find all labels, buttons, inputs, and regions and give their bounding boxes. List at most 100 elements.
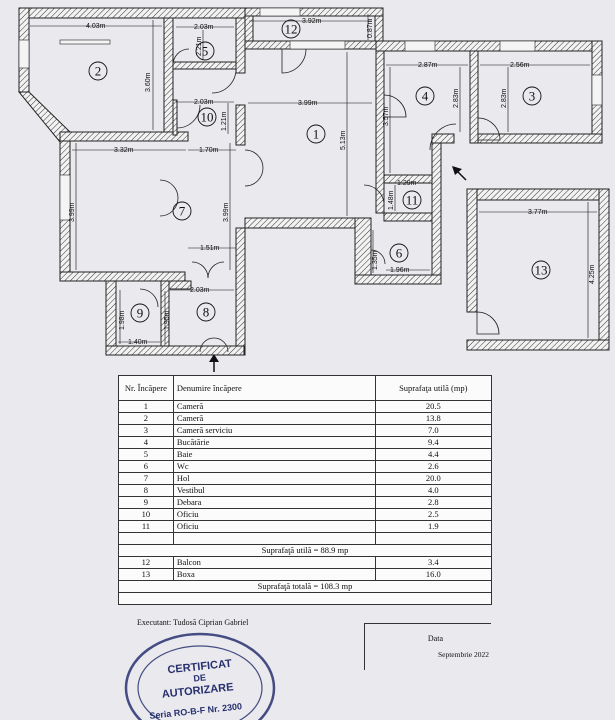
dimension-label: 3.32m: [114, 147, 134, 154]
stamp-line-4: Seria RO-B-F Nr. 2300: [149, 701, 243, 720]
svg-text:6: 6: [396, 246, 403, 261]
row-nr: 2: [118, 412, 174, 425]
stamp-line-2: DE: [193, 672, 206, 683]
row-area: 2.5: [374, 508, 493, 521]
row-name: Boxa: [172, 568, 376, 581]
window: [289, 40, 346, 50]
row-name: Bucătărie: [172, 436, 376, 449]
row-area: 9.4: [374, 436, 493, 449]
row-nr: 5: [118, 448, 174, 461]
dimension-labels: 4.03m 3.60m 2.03m 2.21m 3.92m 0.87m 2.03…: [69, 18, 596, 346]
row-name: Cameră: [172, 412, 376, 425]
row-nr: 11: [118, 520, 174, 533]
dimension-label: 1.21m: [221, 111, 228, 131]
table-row-blank: [118, 532, 493, 545]
dimension-label: 2.87m: [418, 62, 438, 69]
room-marker-13: 13: [531, 260, 551, 280]
grand-total: Suprafaţă totală = 108.3 mp: [118, 580, 492, 593]
svg-text:13: 13: [535, 263, 548, 278]
dimension-label: 2.56m: [510, 62, 530, 69]
dimension-label: 3.77m: [528, 209, 548, 216]
room-marker-1: 1: [306, 124, 326, 144]
row-nr: 4: [118, 436, 174, 449]
dimension-label: 3.60m: [145, 72, 152, 92]
row-name: Hol: [172, 472, 376, 485]
row-nr: 9: [118, 496, 174, 509]
svg-text:4: 4: [422, 89, 429, 104]
door-arc: [363, 184, 385, 206]
room-marker-2: 2: [88, 61, 108, 81]
dimension-label: 1.96m: [390, 267, 410, 274]
svg-text:1: 1: [313, 127, 320, 142]
row-area: 4.4: [374, 448, 493, 461]
window: [259, 7, 301, 17]
row-name: Oficiu: [172, 508, 376, 521]
col-header-area: Suprafaţa utilă (mp): [374, 375, 493, 401]
row-area: 2.8: [374, 496, 493, 509]
signature-row: Executant: Tudosă Ciprian Gabriel Data S…: [118, 592, 492, 670]
room-area-table-wrapper: Nr. Încăpere Denumire încăpere Suprafaţa…: [118, 375, 493, 670]
authorization-stamp: CERTIFICAT DE AUTORIZARE Seria RO-B-F Nr…: [124, 632, 276, 720]
row-area: 20.5: [374, 400, 493, 413]
dimension-label: 3.57m: [383, 106, 390, 126]
col-header-name: Denumire încăpere: [172, 375, 376, 401]
door-arc: [172, 48, 190, 66]
dimension-label: 1.95m: [164, 310, 171, 330]
doors: [139, 48, 501, 353]
dimension-label: 2.03m: [194, 24, 214, 31]
door-arc: [244, 149, 264, 187]
door-arc: [176, 104, 201, 129]
stamp-line-3: AUTORIZARE: [161, 681, 234, 700]
svg-text:9: 9: [137, 306, 144, 321]
dimension-label: 1.51m: [200, 245, 220, 252]
dimension-label: 0.87m: [367, 18, 374, 38]
svg-text:3: 3: [529, 89, 536, 104]
room-markers: 1 2 3 4 5 6 7 8 9 10 11 12 13: [88, 19, 551, 323]
walls: [17, 7, 610, 356]
dimension-label: 2.03m: [190, 287, 210, 294]
row-area: 2.6: [374, 460, 493, 473]
row-area: 1.9: [374, 520, 493, 533]
dimension-label: 4.03m: [86, 23, 106, 30]
usable-total-row: Suprafaţă utilă = 88.9 mp: [118, 544, 492, 557]
room-marker-10: 10: [197, 107, 217, 127]
dimension-label: 2.21m: [196, 36, 203, 56]
dimension-label: 2.83m: [453, 88, 460, 108]
dimension-label: 1.98m: [119, 310, 126, 330]
row-name: Baie: [172, 448, 376, 461]
date-label: Data: [427, 634, 443, 643]
row-nr: 3: [118, 424, 174, 437]
entrance-arrow-icon: [209, 354, 219, 372]
row-nr: 8: [118, 484, 174, 497]
room-area-table: Nr. Încăpere Denumire încăpere Suprafaţa…: [118, 375, 493, 670]
door-arc: [191, 261, 225, 279]
room-marker-12: 12: [281, 19, 301, 39]
door-arc: [477, 117, 501, 141]
dimension-label: 1.70m: [199, 147, 219, 154]
row-name: Wc: [172, 460, 376, 473]
date-value: Septembrie 2022: [437, 650, 489, 659]
row-name: Debara: [172, 496, 376, 509]
door-arc: [211, 68, 237, 94]
dimension-label: 1.48m: [388, 190, 395, 210]
svg-text:7: 7: [179, 204, 186, 219]
dimension-label: 2.83m: [501, 88, 508, 108]
dimension-label: 1.29m: [397, 180, 417, 187]
svg-text:2: 2: [95, 64, 102, 79]
room-marker-11: 11: [402, 190, 422, 210]
room-marker-3: 3: [522, 86, 542, 106]
signature-cell: Executant: Tudosă Ciprian Gabriel Data S…: [118, 592, 492, 670]
windows: [18, 7, 603, 221]
row-name: Balcon: [172, 556, 376, 569]
entrance-arrow-icon: [452, 166, 467, 181]
door-arc: [139, 288, 159, 308]
row-name: Vestibul: [172, 484, 376, 497]
row-area: 4.0: [374, 484, 493, 497]
